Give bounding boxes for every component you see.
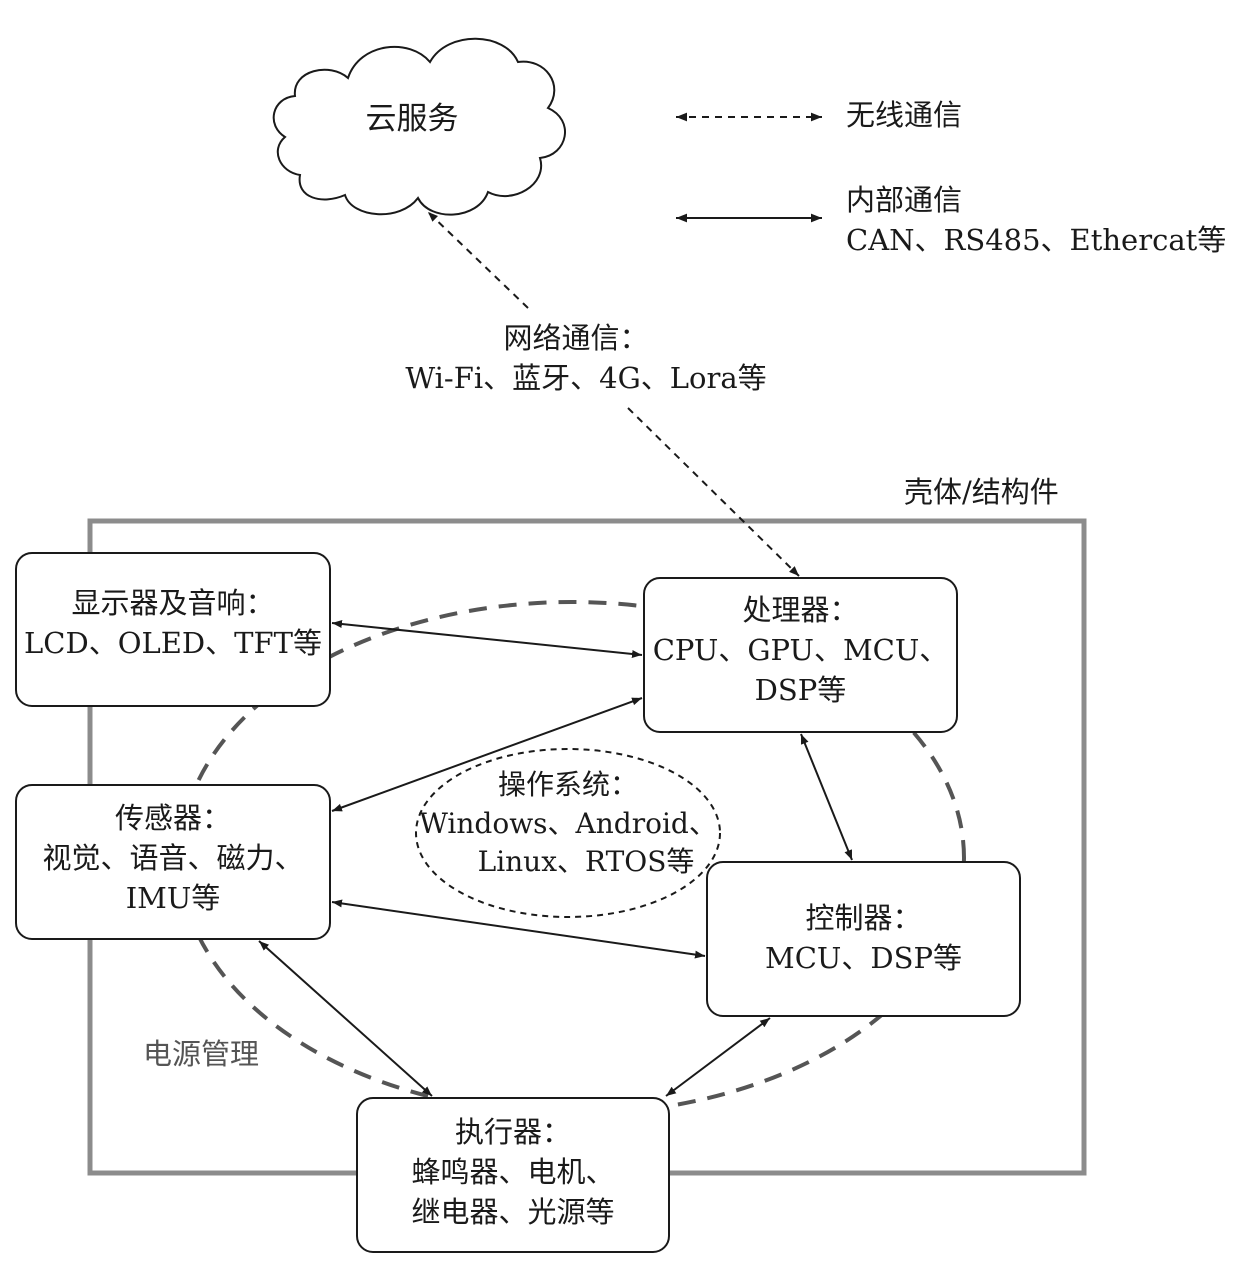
controller-examples: MCU、DSP等 [765,941,962,976]
os-examples-2: Linux、RTOS等 [477,845,695,879]
link-processor-sensor [331,697,643,812]
legend-wireless-label: 无线通信 [846,98,963,132]
actuator-box [356,1097,670,1253]
controller-box [706,861,1021,1017]
processor-examples-2: DSP等 [754,673,847,708]
controller-title: 控制器： [805,901,922,935]
display-examples: LCD、OLED、TFT等 [24,626,322,661]
sensor-examples-2: IMU等 [125,881,221,916]
actuator-node: 执行器： 蜂鸣器、电机、 继电器、光源等 [357,1112,669,1232]
cloud-label: 云服务 [365,101,459,137]
network-examples: Wi-Fi、蓝牙、4G、Lora等 [405,361,767,395]
housing-label: 壳体/结构件 [904,475,1059,509]
sensor-box [15,784,331,940]
link-processor-controller [800,733,853,861]
actuator-examples-2: 继电器、光源等 [411,1195,615,1230]
os-examples-1: Windows、Android、 [419,806,717,840]
processor-examples-1: CPU、GPU、MCU、 [652,633,949,668]
display-title: 显示器及音响： [71,586,275,620]
controller-node: 控制器： MCU、DSP等 [707,898,1020,978]
actuator-title: 执行器： [454,1115,571,1149]
os-node: 操作系统： Windows、Android、 Linux、RTOS等 [416,766,720,882]
network-link-lower [627,407,800,577]
legend-internal-examples: CAN、RS485、Ethercat等 [846,223,1227,257]
display-node: 显示器及音响： LCD、OLED、TFT等 [16,583,330,663]
cloud-shape [272,37,566,216]
actuator-examples-1: 蜂鸣器、电机、 [411,1155,615,1190]
legend-internal-title: 内部通信 [846,183,963,217]
display-box [15,552,331,707]
sensor-node: 传感器： 视觉、语音、磁力、 IMU等 [16,798,330,918]
network-link-upper [427,211,529,309]
processor-node: 处理器： CPU、GPU、MCU、 DSP等 [644,590,957,710]
link-display-processor [331,620,643,658]
power-label: 电源管理 [143,1037,260,1071]
link-controller-actuator [665,1017,771,1097]
link-sensor-actuator [258,940,433,1097]
network-title: 网络通信： [503,321,649,355]
sensor-examples-1: 视觉、语音、磁力、 [42,841,304,876]
link-sensor-controller [331,899,706,959]
sensor-title: 传感器： [114,801,231,835]
processor-title: 处理器： [742,593,859,627]
os-title: 操作系统： [497,768,638,801]
processor-box [643,577,958,733]
